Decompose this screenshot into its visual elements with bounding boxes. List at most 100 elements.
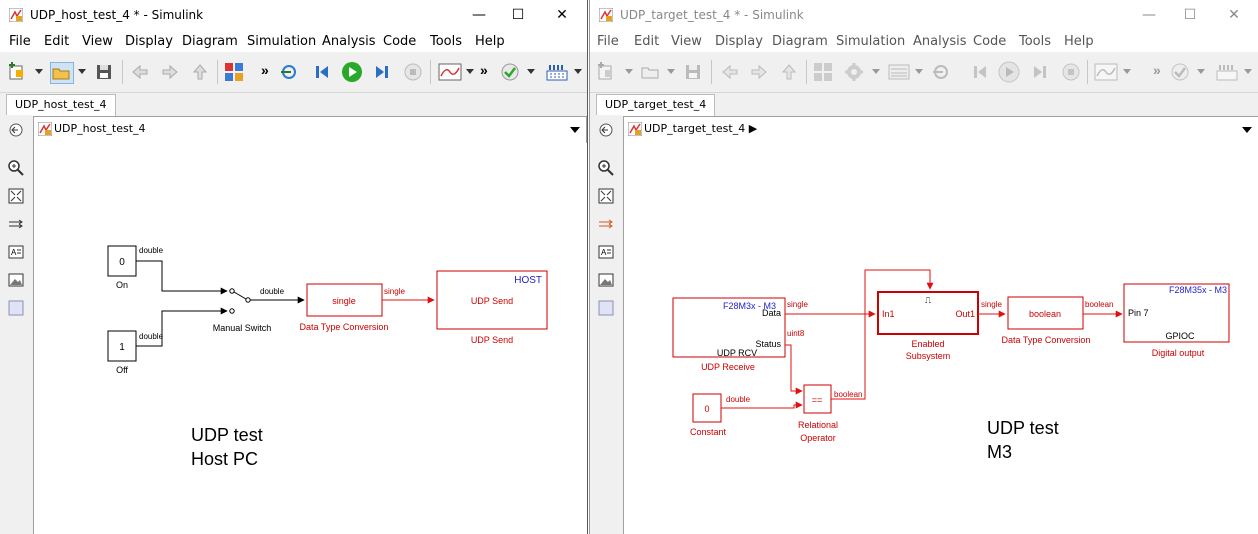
scope-icon[interactable] <box>438 62 462 82</box>
menu-tools[interactable]: Tools <box>1019 34 1052 49</box>
hide-explorer-icon[interactable] <box>7 121 25 139</box>
library-browser-icon[interactable] <box>813 62 833 82</box>
area-icon[interactable] <box>597 299 615 317</box>
open-folder-icon[interactable] <box>50 62 74 84</box>
image-icon[interactable] <box>597 271 615 289</box>
menu-display[interactable]: Display <box>715 34 763 49</box>
step-forward-icon[interactable] <box>1030 62 1050 82</box>
check-dropdown-caret[interactable] <box>1197 69 1205 74</box>
hide-explorer-icon[interactable] <box>597 121 615 139</box>
annotation-icon[interactable]: A <box>7 243 25 261</box>
data-type-conversion-block[interactable]: single Data Type Conversion <box>300 283 389 332</box>
check-model-icon[interactable] <box>1170 62 1190 82</box>
stop-icon[interactable] <box>403 62 423 82</box>
back-arrow-icon[interactable] <box>130 62 150 82</box>
toolbar-overflow-button-2[interactable]: » <box>480 62 488 78</box>
up-arrow-icon[interactable] <box>190 62 210 82</box>
relational-operator-block[interactable]: == Relational Operator <box>798 384 838 443</box>
open-dropdown-caret[interactable] <box>78 69 86 74</box>
toolbar-overflow-button[interactable]: » <box>261 62 269 78</box>
menu-simulation[interactable]: Simulation <box>247 34 317 49</box>
toolbar-overflow-button[interactable]: » <box>1153 62 1161 78</box>
library-browser-icon[interactable] <box>224 62 244 82</box>
build-icon[interactable] <box>546 62 568 82</box>
udp-send-block[interactable]: HOST UDP Send UDP Send <box>436 270 548 345</box>
save-icon[interactable] <box>94 62 114 82</box>
close-button[interactable]: ✕ <box>556 7 568 23</box>
signal-line-enable[interactable] <box>831 269 934 400</box>
menu-diagram[interactable]: Diagram <box>182 34 238 49</box>
address-dropdown-caret[interactable] <box>1242 127 1252 133</box>
fit-to-view-icon[interactable] <box>7 187 25 205</box>
explorer-dropdown-caret[interactable] <box>915 69 923 74</box>
tab-model[interactable]: UDP_target_test_4 <box>596 94 716 116</box>
signal-line-on[interactable] <box>136 260 228 295</box>
close-button[interactable]: ✕ <box>1228 7 1240 23</box>
menu-code[interactable]: Code <box>383 34 417 49</box>
settings-gear-icon[interactable] <box>844 62 864 82</box>
forward-arrow-icon[interactable] <box>160 62 180 82</box>
data-type-conversion-block[interactable]: boolean Data Type Conversion <box>1002 296 1091 345</box>
menu-view[interactable]: View <box>671 34 702 49</box>
check-dropdown-caret[interactable] <box>527 69 535 74</box>
step-backward-icon[interactable] <box>970 62 990 82</box>
model-browser-address[interactable]: UDP_host_test_4 <box>33 116 587 144</box>
scope-icon[interactable] <box>1094 62 1118 82</box>
annotation-icon[interactable]: A <box>597 243 615 261</box>
model-canvas[interactable]: 0 On double 1 Off double Manual Switch <box>33 143 587 534</box>
fit-to-view-icon[interactable] <box>597 187 615 205</box>
menu-file[interactable]: File <box>9 34 31 49</box>
minimize-button[interactable]: — <box>472 7 486 23</box>
menu-tools[interactable]: Tools <box>430 34 463 49</box>
menu-analysis[interactable]: Analysis <box>913 34 967 49</box>
step-forward-icon[interactable] <box>372 62 392 82</box>
maximize-button[interactable]: ☐ <box>1183 7 1197 23</box>
menu-help[interactable]: Help <box>475 34 505 49</box>
save-icon[interactable] <box>683 62 703 82</box>
menu-help[interactable]: Help <box>1064 34 1094 49</box>
menu-display[interactable]: Display <box>125 34 173 49</box>
area-icon[interactable] <box>7 299 25 317</box>
new-dropdown-caret[interactable] <box>625 69 633 74</box>
forward-arrow-icon[interactable] <box>749 62 769 82</box>
step-back-icon[interactable] <box>931 62 951 82</box>
model-explorer-icon[interactable] <box>888 62 910 82</box>
menu-simulation[interactable]: Simulation <box>836 34 906 49</box>
up-arrow-icon[interactable] <box>779 62 799 82</box>
model-browser-address[interactable]: UDP_target_test_4 ▶ <box>623 116 1258 144</box>
signal-line-off[interactable] <box>136 307 228 347</box>
menu-edit[interactable]: Edit <box>634 34 660 49</box>
new-dropdown-caret[interactable] <box>35 69 43 74</box>
run-icon[interactable] <box>998 61 1020 83</box>
route-lines-icon[interactable] <box>597 215 615 233</box>
back-arrow-icon[interactable] <box>720 62 740 82</box>
menu-analysis[interactable]: Analysis <box>322 34 376 49</box>
signal-line-status[interactable] <box>785 344 803 395</box>
constant-on-block[interactable]: 0 On <box>107 245 137 290</box>
check-model-icon[interactable] <box>500 62 520 82</box>
constant-block[interactable]: 0 Constant <box>690 393 727 437</box>
udp-receive-block[interactable]: F28M3x - M3 Data Status UDP RCV UDP Rece… <box>672 297 786 372</box>
scope-dropdown-caret[interactable] <box>466 69 474 74</box>
build-dropdown-caret[interactable] <box>574 69 582 74</box>
model-canvas[interactable]: F28M3x - M3 Data Status UDP RCV UDP Rece… <box>623 143 1258 534</box>
stop-icon[interactable] <box>1061 62 1081 82</box>
settings-dropdown-caret[interactable] <box>872 69 880 74</box>
step-back-icon[interactable] <box>279 62 299 82</box>
gpio-digital-output-block[interactable]: F28M35x - M3 Pin 7 GPIOC Digital output <box>1123 283 1230 358</box>
menu-code[interactable]: Code <box>973 34 1007 49</box>
build-dropdown-caret[interactable] <box>1244 69 1252 74</box>
scope-dropdown-caret[interactable] <box>1123 69 1131 74</box>
menu-edit[interactable]: Edit <box>44 34 70 49</box>
menu-diagram[interactable]: Diagram <box>772 34 828 49</box>
open-folder-icon[interactable] <box>640 62 660 82</box>
maximize-button[interactable]: ☐ <box>511 7 525 23</box>
new-model-icon[interactable] <box>596 62 616 82</box>
minimize-button[interactable]: — <box>1142 7 1156 23</box>
build-icon[interactable] <box>1216 62 1238 82</box>
tab-model[interactable]: UDP_host_test_4 <box>6 94 116 116</box>
run-icon[interactable] <box>341 61 363 83</box>
zoom-icon[interactable] <box>7 159 25 177</box>
zoom-icon[interactable] <box>597 159 615 177</box>
menu-file[interactable]: File <box>597 34 619 49</box>
